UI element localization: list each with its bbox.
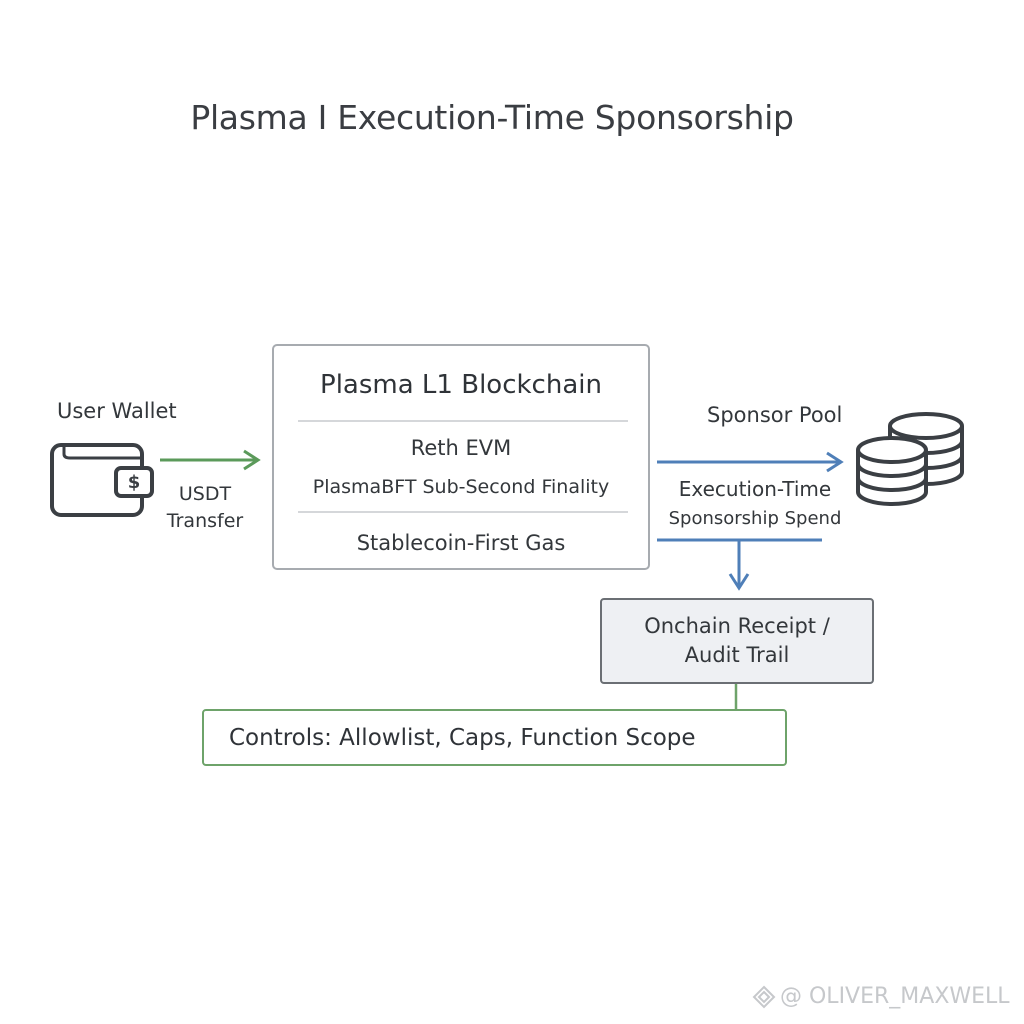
sponsorship-spend-line2: Sponsorship Spend: [668, 508, 842, 529]
usdt-transfer-line1: USDT: [178, 483, 232, 505]
plasma-l1-box: Plasma L1 Blockchain Reth EVM PlasmaBFT …: [272, 344, 650, 570]
wallet-to-chain-arrow: [160, 449, 261, 471]
user-wallet-label: User Wallet: [57, 399, 177, 423]
spend-to-receipt-arrow: [657, 538, 822, 591]
watermark-text: @ OLIVER_MAXWELL: [780, 984, 1010, 1009]
controls-box: Controls: Allowlist, Caps, Function Scop…: [202, 709, 787, 766]
usdt-transfer-label: USDT Transfer: [160, 481, 250, 535]
receipt-line2: Audit Trail: [684, 643, 790, 667]
plasma-l1-title: Plasma L1 Blockchain: [320, 370, 602, 400]
reth-evm-text: Reth EVM: [410, 436, 512, 460]
diagram-title: Plasma I Execution-Time Sponsorship: [190, 98, 794, 137]
receipt-line1: Onchain Receipt /: [644, 614, 830, 638]
diamond-logo-icon: [752, 985, 776, 1008]
watermark: @ OLIVER_MAXWELL: [752, 984, 1010, 1009]
chain-to-sponsor-arrow: [657, 451, 844, 473]
sponsorship-spend-line1: Execution-Time: [678, 477, 832, 501]
dollar-icon: $: [128, 472, 141, 493]
controls-text: Controls: Allowlist, Caps, Function Scop…: [229, 724, 696, 751]
chain-divider-top: [298, 420, 628, 422]
plasmabft-text: PlasmaBFT Sub-Second Finality: [312, 476, 610, 498]
chain-divider-bottom: [298, 511, 628, 513]
coin-stack-icon: [856, 412, 964, 506]
wallet-icon: $: [50, 443, 154, 517]
usdt-transfer-line2: Transfer: [166, 510, 244, 532]
sponsorship-spend-label: Execution-Time Sponsorship Spend: [660, 475, 850, 533]
stablecoin-gas-text: Stablecoin-First Gas: [356, 531, 566, 555]
sponsor-pool-label: Sponsor Pool: [707, 403, 843, 427]
onchain-receipt-box: Onchain Receipt / Audit Trail: [600, 598, 874, 684]
